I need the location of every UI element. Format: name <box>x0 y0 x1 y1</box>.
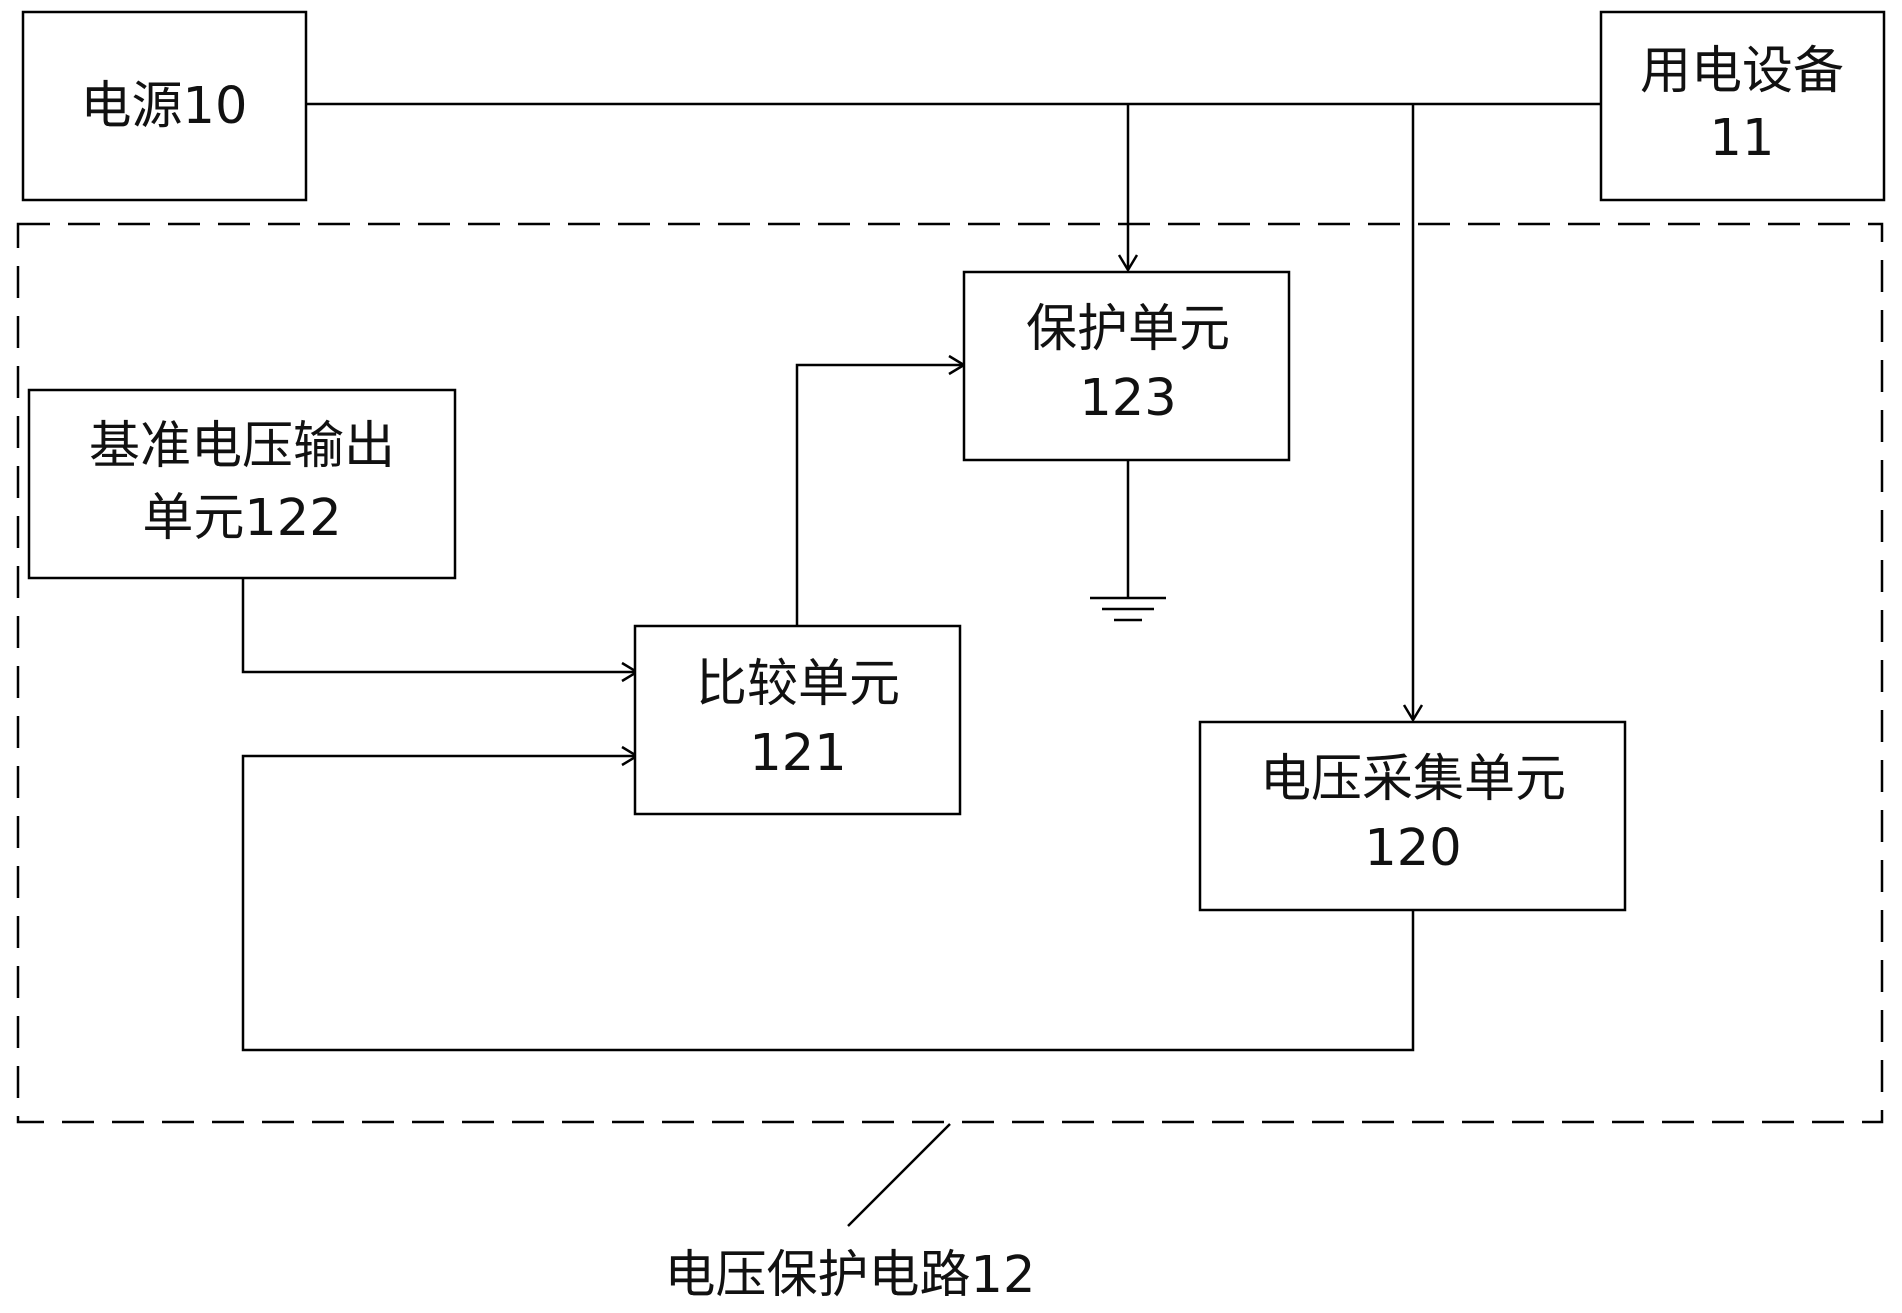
circuit-label: 电压保护电路12 <box>665 1246 1036 1305</box>
power-source-label: 电源10 <box>81 77 248 136</box>
circuit-boundary <box>16 222 1884 1124</box>
voltage-sampling-block: 电压采集单元 120 <box>1198 720 1627 912</box>
voltage-sampling-label: 电压采集单元 <box>1260 750 1566 809</box>
protection-unit-number: 123 <box>1079 369 1176 428</box>
sampling-feedback-wire <box>241 754 1415 1052</box>
reference-voltage-label-2: 单元122 <box>142 489 341 548</box>
comparison-unit-label: 比较单元 <box>696 655 900 714</box>
ground-icon <box>1090 596 1166 622</box>
load-device-number: 11 <box>1710 109 1775 168</box>
voltage-sampling-number: 120 <box>1364 819 1461 878</box>
power-source-block: 电源10 <box>21 10 308 202</box>
arrow-into-sampling <box>1402 704 1424 723</box>
reference-voltage-block: 基准电压输出 单元122 <box>27 388 457 580</box>
comparison-unit-number: 121 <box>749 724 846 783</box>
label-leader-line <box>847 1123 951 1227</box>
arrow-into-protection <box>1117 254 1139 273</box>
comparison-unit-block: 比较单元 121 <box>633 624 962 816</box>
reference-voltage-label: 基准电压输出 <box>89 417 395 476</box>
load-device-block: 用电设备 11 <box>1599 10 1886 202</box>
protection-unit-block: 保护单元 123 <box>962 270 1291 462</box>
comparison-to-protection-wire <box>795 363 964 626</box>
reference-to-comparison-wire <box>241 578 637 674</box>
load-device-label: 用电设备 <box>1640 42 1844 101</box>
protection-unit-label: 保护单元 <box>1026 300 1230 359</box>
